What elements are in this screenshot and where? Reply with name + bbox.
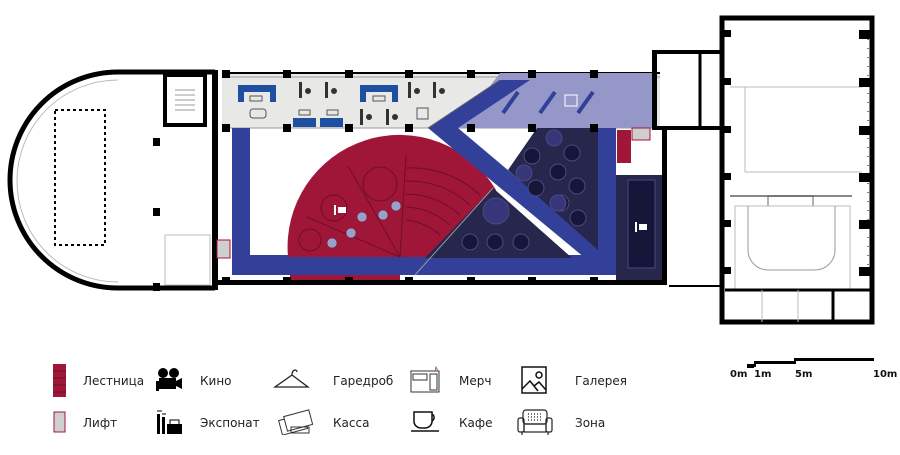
lift-icon — [53, 411, 66, 433]
legend-label-stairs: Лестница — [83, 374, 145, 388]
stairs-icon — [53, 364, 66, 397]
legend-label-cinema: Кино — [200, 374, 232, 388]
right-hall — [653, 15, 875, 325]
legend-label-gallery: Галерея — [575, 374, 627, 388]
film-camera-icon — [156, 368, 182, 391]
picture-icon — [521, 366, 547, 394]
legend-label-wardrobe: Гаредроб — [333, 374, 394, 388]
scale-label-1: 1m — [754, 369, 772, 380]
scale-bar — [747, 358, 874, 368]
sofa-icon — [517, 409, 553, 435]
scale-label-10: 10m — [873, 369, 898, 380]
legend-label-ticket-office: Касса — [333, 416, 370, 430]
central-hall — [212, 50, 667, 285]
tickets-icon — [278, 409, 313, 435]
legend-label-zone: Зона — [575, 416, 606, 430]
exhibit-icon — [157, 410, 182, 434]
hanger-icon — [272, 369, 310, 388]
legend-label-lift: Лифт — [83, 416, 118, 430]
scale-label-0: 0m — [730, 369, 748, 380]
legend-label-cafe: Кафе — [459, 416, 493, 430]
scale-label-5: 5m — [795, 369, 813, 380]
cup-icon — [411, 411, 439, 432]
left-hall — [7, 69, 218, 291]
merch-stand-icon — [410, 366, 440, 393]
legend-label-exhibit: Экспонат — [200, 416, 260, 430]
legend-label-merch: Мерч — [459, 374, 492, 388]
